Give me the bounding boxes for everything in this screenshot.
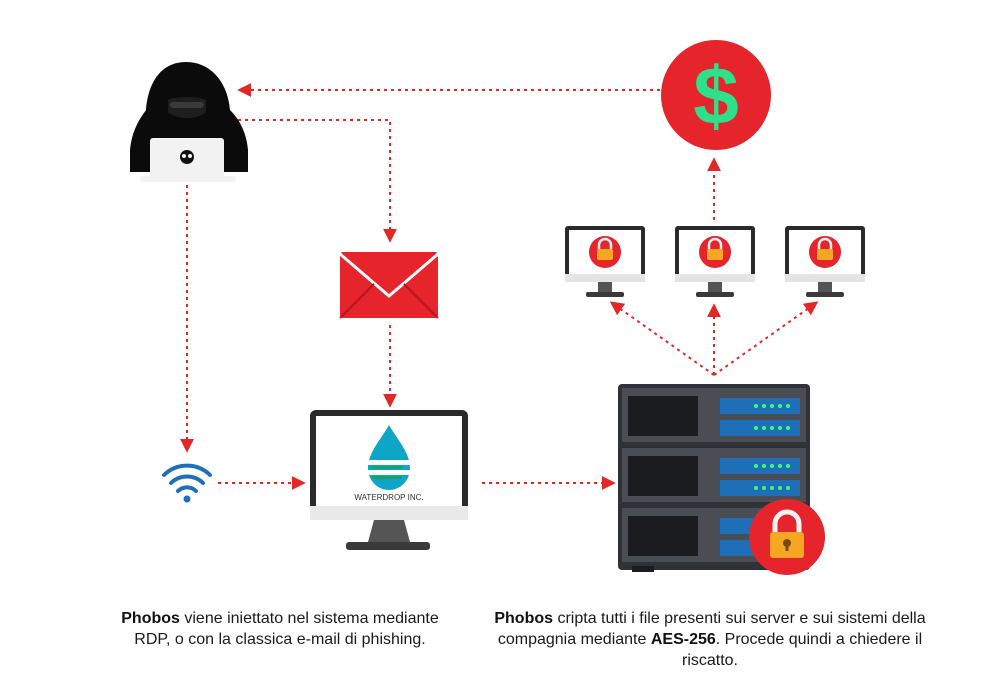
victim-monitor-left: [565, 226, 645, 297]
caption-right-brand: Phobos: [494, 610, 554, 627]
hooded-hacker-icon: [130, 62, 248, 182]
arrow-hacker-to-email: [238, 119, 397, 243]
envelope-icon: [339, 252, 439, 319]
server-lock-badge: [749, 499, 825, 575]
caption-left-text: viene iniettato nel sistema mediante RDP…: [134, 610, 439, 648]
dollar-symbol: $: [693, 51, 739, 142]
wifi-icon: [162, 463, 212, 503]
workstation-monitor: WATERDROP INC.: [310, 410, 468, 550]
caption-right: Phobos cripta tutti i file presenti sui …: [490, 608, 930, 671]
dollar-icon: $: [661, 40, 771, 150]
server-rack-icon: [618, 384, 825, 575]
flow-arrows: [180, 83, 819, 490]
caption-right-text-1: cripta tutti i file presenti sui server …: [497, 610, 926, 648]
caption-right-text-2: . Procede quindi a chiedere il riscatto.: [681, 631, 923, 669]
waterdrop-logo-icon: [366, 425, 412, 490]
arrow-server-to-victim-left: [609, 301, 715, 376]
caption-left-brand: Phobos: [121, 610, 180, 627]
arrow-server-to-victim-right: [713, 301, 819, 376]
victim-monitor-right: [785, 226, 865, 297]
caption-left: Phobos viene iniettato nel sistema media…: [110, 608, 450, 650]
brand-name: WATERDROP INC.: [354, 493, 423, 502]
caption-right-algo: AES-256: [650, 631, 716, 648]
victim-monitor-center: [675, 226, 755, 297]
